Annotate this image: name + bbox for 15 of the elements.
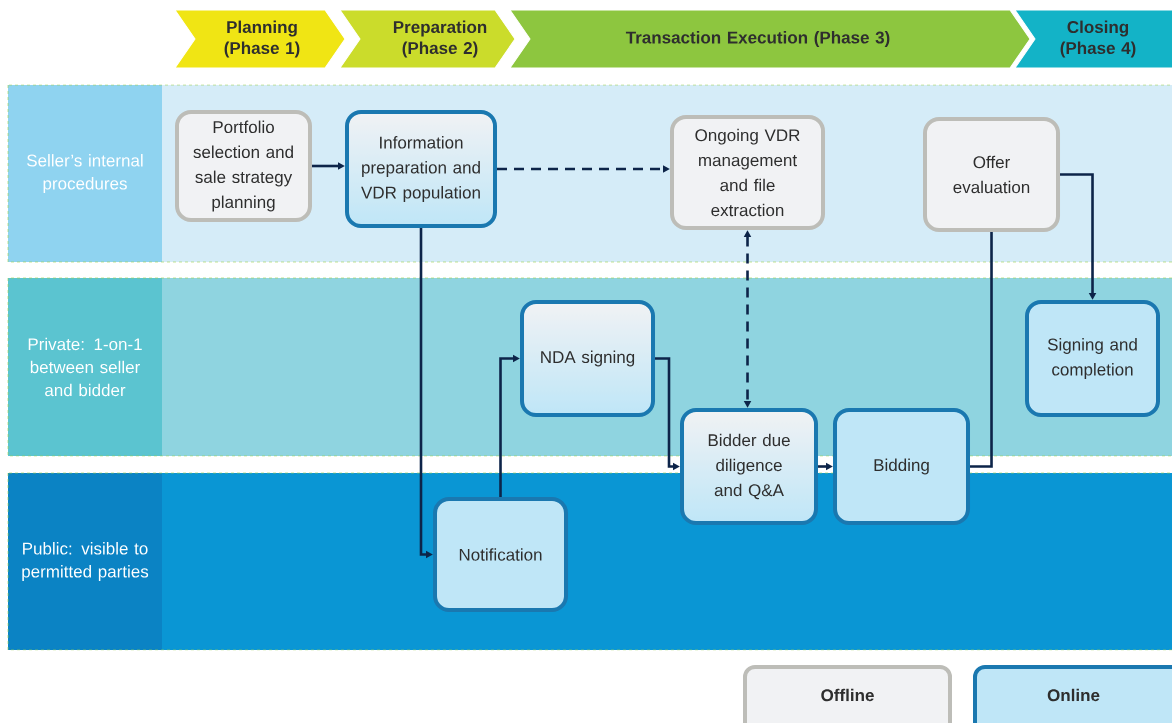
process-box: Notification <box>433 497 568 612</box>
phase-band: Closing (Phase 4) <box>1014 9 1172 69</box>
process-box: Portfolio selection and sale strategy planning <box>175 110 312 222</box>
legend-item: Online <box>973 665 1172 723</box>
process-box: Information preparation and VDR population <box>345 110 497 228</box>
process-box: Bidding <box>833 408 970 525</box>
legend-item: Offline <box>743 665 952 723</box>
phase-band: Transaction Execution (Phase 3) <box>509 9 1031 69</box>
phase-band: Planning (Phase 1) <box>174 9 346 69</box>
process-box: NDA signing <box>520 300 655 417</box>
process-box: Bidder due diligence and Q&A <box>680 408 818 525</box>
phase-band: Preparation (Phase 2) <box>339 9 516 69</box>
process-box: Ongoing VDR management and file extraction <box>670 115 825 230</box>
process-box: Signing and completion <box>1025 300 1160 417</box>
process-box: Offer evaluation <box>923 117 1060 232</box>
